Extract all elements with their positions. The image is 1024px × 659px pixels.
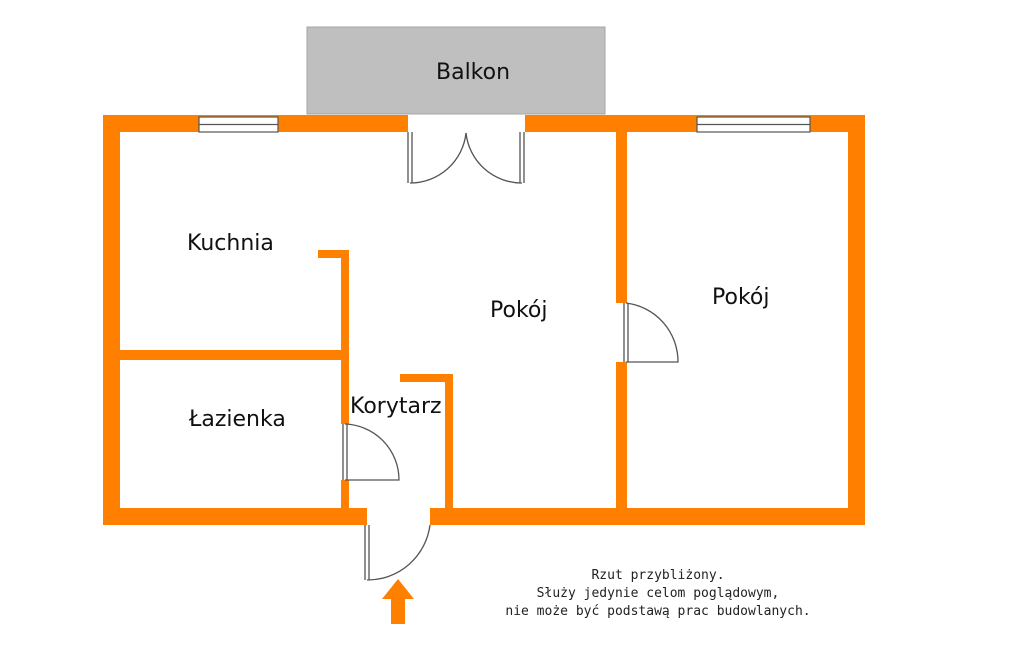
room-label-kitchen: Kuchnia [187, 231, 274, 256]
outer-wall-right [848, 115, 865, 525]
wall-kitchen-stub [318, 250, 349, 258]
room-label-corridor: Korytarz [350, 394, 442, 419]
wall-corridor-stub [400, 374, 453, 382]
door-bathroom [342, 423, 400, 481]
disclaimer-note: Rzut przybliżony. Służy jedynie celom po… [470, 567, 846, 621]
outer-wall-bottom-right [430, 508, 865, 525]
outer-wall-top-right [525, 115, 865, 132]
room-label-bathroom: Łazienka [189, 407, 286, 432]
wall-bedroom-upper [616, 130, 627, 303]
window-kitchen [198, 116, 279, 133]
outer-wall-bottom-left [103, 508, 367, 525]
room-label-living-room: Pokój [490, 298, 548, 323]
wall-bedroom-lower [616, 362, 627, 510]
wall-bathroom-right-lower [341, 480, 349, 510]
door-balcony [407, 132, 525, 184]
door-entrance [364, 524, 431, 581]
wall-kitchen-right [341, 250, 349, 360]
disclaimer-line: Służy jedynie celom poglądowym, [536, 586, 780, 601]
door-bedroom [623, 302, 679, 363]
balcony-area [306, 26, 606, 115]
room-label-bedroom: Pokój [712, 285, 770, 310]
wall-kitchen-bathroom [118, 350, 348, 360]
disclaimer-line: Rzut przybliżony. [591, 568, 725, 583]
room-label-balcony: Balkon [436, 60, 511, 85]
wall-corridor-right [445, 374, 453, 510]
entrance-arrow-icon [382, 579, 414, 624]
wall-bathroom-right-upper [341, 358, 349, 424]
disclaimer-line: nie może być podstawą prac budowlanych. [505, 604, 811, 619]
outer-wall-left [103, 115, 120, 525]
window-bedroom [696, 116, 811, 133]
